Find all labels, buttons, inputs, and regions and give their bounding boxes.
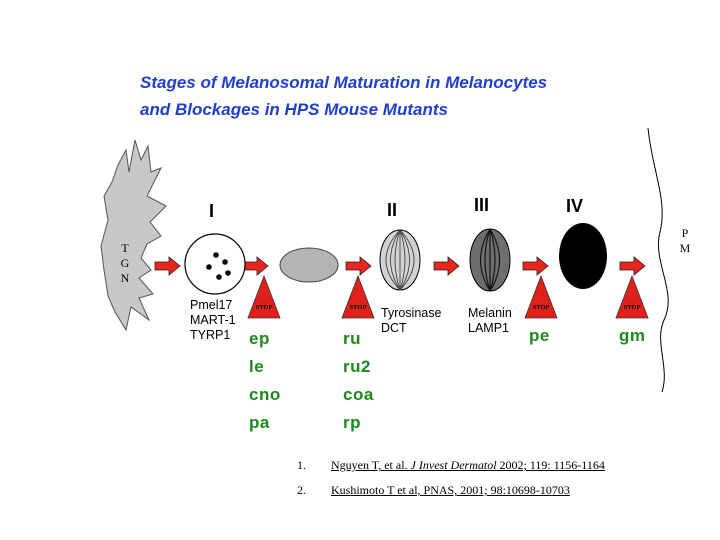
mutant-pe: pe (529, 326, 550, 345)
mutant-list-block4: gm (619, 322, 646, 350)
stage1-markers: Pmel17 MART-1 TYRP1 (190, 298, 236, 343)
stage4-melanosome (559, 223, 607, 289)
plasma-membrane-line (647, 127, 669, 393)
reference-citation: Kushimoto T et al, PNAS, 2001; 98:10698-… (331, 483, 570, 497)
mutant-ep: ep (249, 329, 270, 348)
marker-melanin: Melanin (468, 306, 512, 320)
tgn-shape (100, 139, 167, 332)
arrow-tgn-to-stage1 (154, 256, 181, 276)
tgn-letter: N (120, 271, 130, 285)
stop-label: STOP (350, 304, 367, 311)
diagram-title: Stages of Melanosomal Maturation in Mela… (140, 69, 547, 123)
mutant-coa: coa (343, 385, 374, 404)
stop-label: STOP (624, 304, 641, 311)
mutant-list-block3: pe (529, 322, 550, 350)
marker-tyrosinase: Tyrosinase (381, 306, 442, 320)
reference-journal: J Invest Dermatol (410, 458, 497, 472)
marker-pmel17: Pmel17 (190, 298, 233, 312)
mutant-ru: ru (343, 329, 361, 348)
stop-sign-4: STOP (615, 274, 649, 319)
tgn-letter: G (120, 256, 130, 270)
reference-number: 2. (297, 483, 306, 497)
reference-citation: Nguyen T, et al. J Invest Dermatol 2002;… (331, 458, 605, 472)
stage-label-2: II (387, 200, 398, 220)
stage-label-4: IV (566, 196, 584, 216)
arrow-stage3-to-stage4 (522, 256, 549, 276)
stop-sign-1: STOP (247, 274, 281, 319)
marker-mart1: MART-1 (190, 313, 236, 327)
mutant-pa: pa (249, 413, 270, 432)
stage2-markers: Tyrosinase DCT (381, 306, 441, 336)
tgn-letter: T (121, 241, 129, 255)
pm-label: P M (679, 226, 691, 256)
reference-number: 1. (297, 458, 306, 472)
mutant-gm: gm (619, 326, 646, 345)
reference-authors: Nguyen T, et al. (331, 458, 411, 472)
reference-2: 2. Kushimoto T et al, PNAS, 2001; 98:1069… (297, 483, 570, 498)
transport-arrows (154, 256, 646, 276)
arrow-stage4-to-pm (619, 256, 646, 276)
mutant-rp: rp (343, 413, 361, 432)
mutant-list-block1: ep le cno pa (249, 325, 281, 437)
stop-label: STOP (533, 304, 550, 311)
arrow-transition-to-stage2 (345, 256, 372, 276)
pm-letter: P (681, 226, 689, 240)
mutant-ru2: ru2 (343, 357, 371, 376)
arrow-stage1-to-transition (242, 256, 269, 276)
stage2-melanosome (379, 229, 421, 291)
stop-sign-3: STOP (524, 274, 558, 319)
title-line-1: Stages of Melanosomal Maturation in Mela… (140, 73, 548, 92)
stage3-markers: Melanin LAMP1 (468, 306, 512, 336)
mutant-list-block2: ru ru2 coa rp (343, 325, 374, 437)
marker-dct: DCT (381, 321, 407, 335)
stage-label-1: I (209, 201, 215, 221)
reference-1: 1. Nguyen T, et al. J Invest Dermatol 200… (297, 458, 605, 473)
stop-label: STOP (256, 304, 273, 311)
marker-tyrp1: TYRP1 (190, 328, 231, 342)
mutant-le: le (249, 357, 265, 376)
title-line-2: and Blockages in HPS Mouse Mutants (140, 100, 448, 119)
stage1-vesicle (184, 233, 246, 295)
pm-letter: M (679, 241, 691, 255)
stage3-melanosome (469, 228, 511, 292)
stop-sign-2: STOP (341, 274, 375, 319)
arrow-stage2-to-stage3 (433, 256, 460, 276)
tgn-label: T G N (119, 241, 131, 286)
reference-details: 2002; 119: 1156-1164 (496, 458, 605, 472)
transition-vesicle (279, 247, 339, 283)
mutant-cno: cno (249, 385, 281, 404)
stage-label-3: III (474, 195, 490, 215)
marker-lamp1: LAMP1 (468, 321, 509, 335)
